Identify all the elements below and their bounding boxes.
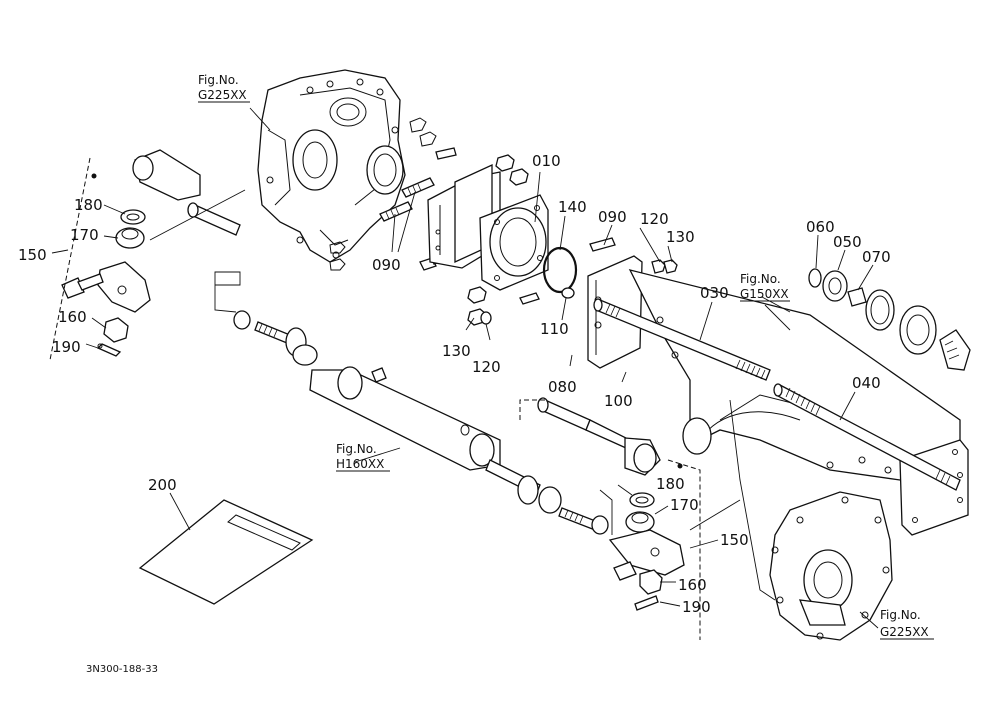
label-010: 010 <box>532 152 561 170</box>
figref-g225-bottom-code: G225XX <box>880 625 929 639</box>
shaft-030 <box>593 298 771 381</box>
figref-g225-top-code: G225XX <box>198 88 247 102</box>
label-040: 040 <box>852 374 881 392</box>
right-gear-housing <box>769 491 893 641</box>
figref-h160-title: Fig.No. <box>336 442 377 456</box>
o-ring-140 <box>542 246 578 294</box>
label-090-left: 090 <box>372 256 401 274</box>
label-190-right: 190 <box>682 598 711 616</box>
label-130-top: 130 <box>666 228 695 246</box>
stud-090-right <box>589 237 616 252</box>
center-flange-010 <box>427 163 549 291</box>
figref-g150-title: Fig.No. <box>740 272 781 286</box>
ref-dot-left <box>91 173 97 179</box>
label-160-right: 160 <box>678 576 707 594</box>
bearing-set <box>808 268 971 371</box>
label-160-left: 160 <box>58 308 87 326</box>
label-090-right: 090 <box>598 208 627 226</box>
label-170-left: 170 <box>70 226 99 244</box>
label-150-left: 150 <box>18 246 47 264</box>
steering-cylinder <box>233 310 609 535</box>
leader-lines <box>51 107 879 629</box>
left-gear-housing <box>257 69 437 271</box>
label-120-bottom: 120 <box>472 358 501 376</box>
label-130-bottom: 130 <box>442 342 471 360</box>
label-180-left: 180 <box>74 196 103 214</box>
right-tie-rod-end <box>537 397 685 611</box>
left-tie-rod-end <box>61 149 241 357</box>
figref-h160-code: H160XX <box>336 457 384 471</box>
axle-housing <box>587 255 969 536</box>
figref-g225-top-title: Fig.No. <box>198 73 239 87</box>
stud-bolts-090 <box>379 147 457 222</box>
part-labels: 010 140 090 120 130 090 110 130 120 080 … <box>18 152 891 616</box>
label-150-right: 150 <box>720 531 749 549</box>
figref-g225-bottom-title: Fig.No. <box>880 608 921 622</box>
ref-dot-right <box>677 463 683 469</box>
figure-references: Fig.No. G225XX Fig.No. G150XX Fig.No. H1… <box>198 73 934 640</box>
label-070: 070 <box>862 248 891 266</box>
label-100: 100 <box>604 392 633 410</box>
label-120-top: 120 <box>640 210 669 228</box>
drawing-code: 3N300-188-33 <box>86 664 158 675</box>
label-140: 140 <box>558 198 587 216</box>
label-060: 060 <box>806 218 835 236</box>
label-080: 080 <box>548 378 577 396</box>
label-180-right: 180 <box>656 475 685 493</box>
figref-g150-code: G150XX <box>740 287 789 301</box>
assembly-brackets <box>49 157 701 640</box>
label-170-right: 170 <box>670 496 699 514</box>
shaft-040 <box>773 383 961 491</box>
label-110: 110 <box>540 320 569 338</box>
label-200: 200 <box>148 476 177 494</box>
label-050: 050 <box>833 233 862 251</box>
bushing-110 <box>561 287 575 299</box>
label-030: 030 <box>700 284 729 302</box>
instruction-sheet-200 <box>138 499 314 605</box>
label-190-left: 190 <box>52 338 81 356</box>
